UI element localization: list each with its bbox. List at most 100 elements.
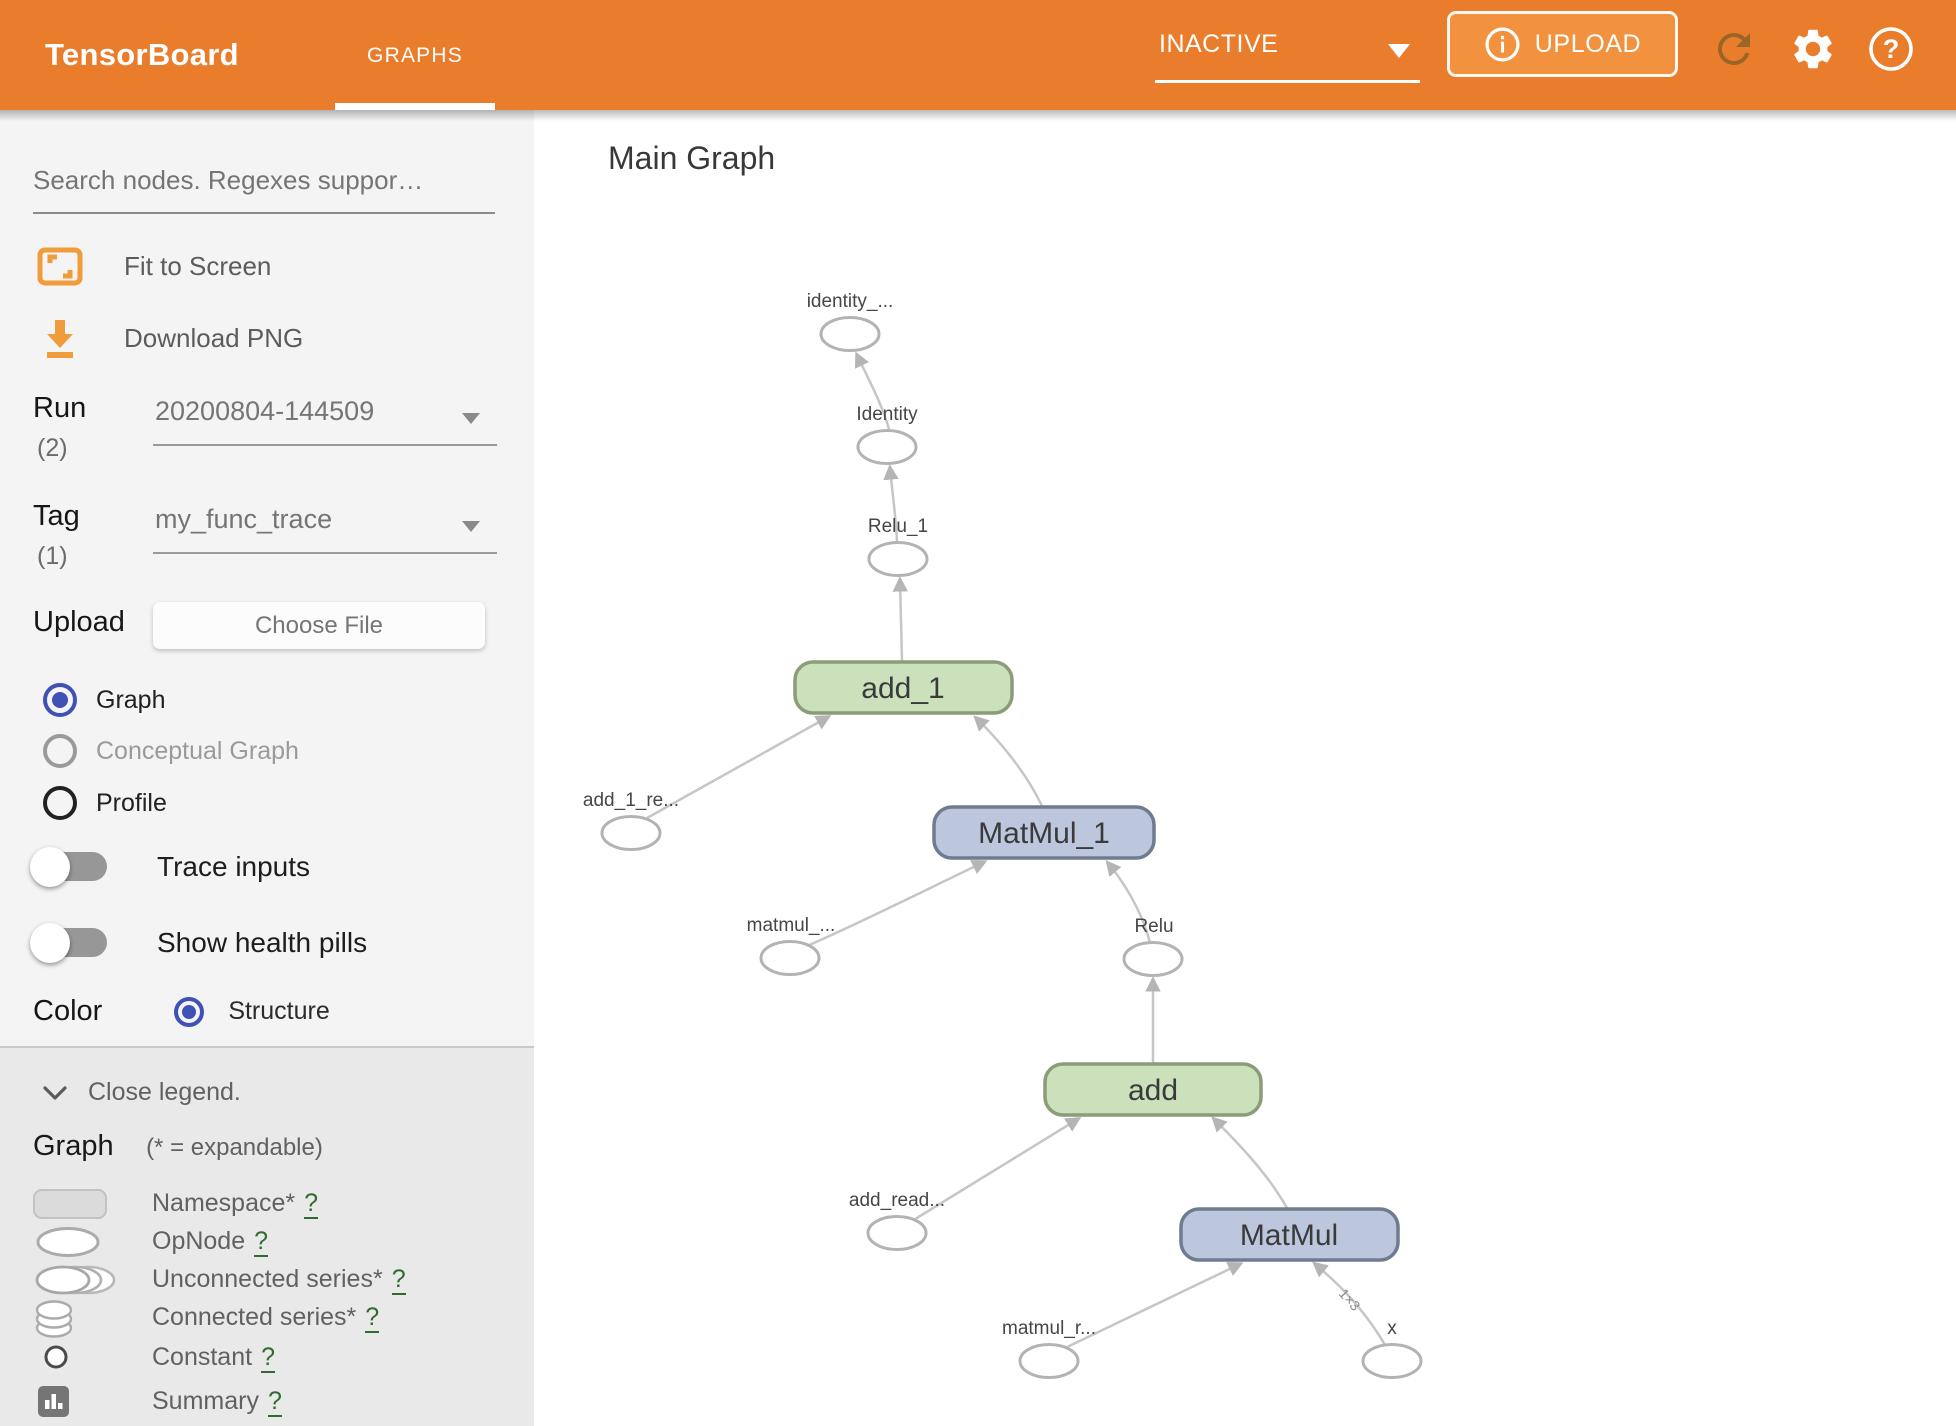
app-header: TensorBoard GRAPHS INACTIVE UPLOAD ?: [0, 0, 1956, 110]
tag-select-caret-icon[interactable]: [462, 521, 480, 532]
refresh-icon[interactable]: [1710, 25, 1758, 73]
edge-add1-to-relu1: [892, 576, 909, 662]
legend-item-label: Summary: [152, 1387, 259, 1415]
show-health-pills-toggle[interactable]: Show health pills: [30, 923, 368, 963]
opnode-ellipse: [856, 429, 918, 465]
node-matmul-read[interactable]: matmul_r...: [1002, 1318, 1096, 1379]
close-legend-label: Close legend.: [88, 1078, 241, 1106]
summary-swatch: [38, 1386, 69, 1417]
run-select-caret-icon[interactable]: [462, 413, 480, 424]
graph-canvas[interactable]: Main Graph 1×3 identity_...: [534, 110, 1956, 1426]
opnode-ellipse: [600, 815, 662, 851]
block-rect: [932, 805, 1156, 860]
fit-to-screen-button[interactable]: Fit to Screen: [36, 242, 271, 290]
opnode-ellipse: [866, 1215, 928, 1251]
upload-button[interactable]: UPLOAD: [1447, 11, 1678, 77]
edge-relu1-to-identity: [883, 464, 899, 543]
tag-select-underline: [153, 552, 497, 554]
gear-icon[interactable]: [1789, 25, 1837, 73]
help-link[interactable]: ?: [365, 1303, 380, 1333]
radio-graph-label: Graph: [96, 685, 166, 714]
radio-profile[interactable]: Profile: [43, 786, 167, 820]
help-link[interactable]: ?: [254, 1227, 269, 1257]
node-relu[interactable]: Relu: [1122, 916, 1184, 977]
node-label: matmul_...: [747, 915, 836, 936]
bar-chart-icon: [45, 1394, 63, 1409]
opnode-ellipse: [759, 940, 821, 976]
help-link[interactable]: ?: [304, 1189, 319, 1219]
chevron-down-icon: [1388, 44, 1410, 58]
graph-edges: 1×3: [646, 351, 1387, 1350]
node-label: MatMul: [1240, 1219, 1338, 1252]
node-label: matmul_r...: [1002, 1318, 1096, 1339]
edge-addread-to-add: [911, 1116, 1082, 1223]
color-label: Color: [33, 995, 103, 1027]
node-identity-series[interactable]: identity_...: [807, 291, 894, 352]
node-relu-1[interactable]: Relu_1: [867, 516, 929, 577]
radio-structure[interactable]: [174, 996, 205, 1027]
edge-matmulread1-to-matmul1: [806, 860, 988, 948]
tab-graphs[interactable]: GRAPHS: [367, 44, 463, 67]
opnode-ellipse: [867, 541, 929, 577]
choose-file-button[interactable]: Choose File: [153, 602, 485, 649]
legend-item-label: Constant: [152, 1343, 253, 1371]
edge-matmul1-to-add1: [973, 715, 1044, 807]
node-label: Relu_1: [868, 516, 928, 537]
opnode-ellipse: [1361, 1343, 1423, 1379]
legend-item-label: Namespace*: [152, 1189, 296, 1217]
radio-conceptual-graph-label: Conceptual Graph: [96, 736, 299, 765]
tag-select[interactable]: my_func_trace: [155, 504, 333, 534]
edge-x-to-matmul: [1312, 1261, 1387, 1346]
close-legend-button[interactable]: Close legend.: [42, 1078, 241, 1107]
block-rect: [1179, 1207, 1400, 1262]
node-add-1-read[interactable]: add_1_re...: [583, 790, 679, 851]
radio-conceptual-graph[interactable]: Conceptual Graph: [43, 734, 299, 768]
legend-item-label: OpNode: [152, 1227, 246, 1255]
node-label: Relu: [1134, 916, 1173, 937]
node-identity[interactable]: Identity: [856, 404, 918, 465]
main-graph-title: Main Graph: [608, 140, 776, 176]
toggle-off-icon: [30, 923, 109, 963]
node-label: MatMul_1: [978, 817, 1110, 850]
run-count: (2): [37, 434, 68, 462]
download-png-label: Download PNG: [124, 322, 304, 353]
color-by-row: Color Structure: [33, 995, 330, 1028]
node-matmul-1[interactable]: MatMul_1: [932, 805, 1156, 860]
node-add-1[interactable]: add_1: [793, 660, 1014, 715]
edge-identity-to-identity-series: [855, 351, 891, 430]
help-icon[interactable]: ?: [1867, 25, 1915, 73]
edge-matmul-to-add: [1211, 1116, 1289, 1209]
block-rect: [1043, 1062, 1263, 1117]
run-status-dropdown[interactable]: INACTIVE: [1155, 20, 1420, 83]
legend-expandable-note: (* = expandable): [146, 1134, 323, 1161]
download-png-button[interactable]: Download PNG: [36, 314, 303, 362]
legend-title: Graph: [33, 1130, 114, 1162]
trace-inputs-label: Trace inputs: [157, 850, 311, 882]
node-matmul-read-1[interactable]: matmul_...: [747, 915, 836, 976]
radio-selected-icon: [43, 683, 77, 717]
help-link[interactable]: ?: [391, 1265, 406, 1295]
node-label: add_read...: [849, 1190, 945, 1211]
help-link[interactable]: ?: [267, 1387, 282, 1417]
chevron-down-icon: [43, 1085, 67, 1100]
search-input[interactable]: [33, 165, 495, 214]
node-add-read[interactable]: add_read...: [849, 1190, 945, 1251]
unconnected-series-swatch: [35, 1265, 116, 1295]
trace-inputs-toggle[interactable]: Trace inputs: [30, 847, 311, 887]
fit-to-screen-label: Fit to Screen: [124, 250, 272, 281]
run-label: Run: [33, 392, 87, 424]
radio-graph[interactable]: Graph: [43, 683, 165, 717]
sidebar: Fit to Screen Download PNG Run (2) 20200…: [0, 110, 534, 1426]
help-link[interactable]: ?: [261, 1343, 275, 1373]
node-matmul[interactable]: MatMul: [1179, 1207, 1400, 1262]
namespace-swatch: [33, 1189, 107, 1219]
legend-divider: [0, 1046, 534, 1048]
run-select[interactable]: 20200804-144509: [155, 396, 375, 426]
app-logo: TensorBoard: [45, 37, 239, 72]
legend-item-label: Connected series*: [152, 1303, 357, 1331]
show-health-pills-label: Show health pills: [157, 926, 368, 958]
node-label: Identity: [856, 404, 918, 425]
node-add[interactable]: add: [1043, 1062, 1263, 1117]
node-x[interactable]: x: [1361, 1318, 1423, 1379]
radio-unselected-icon: [43, 734, 77, 768]
